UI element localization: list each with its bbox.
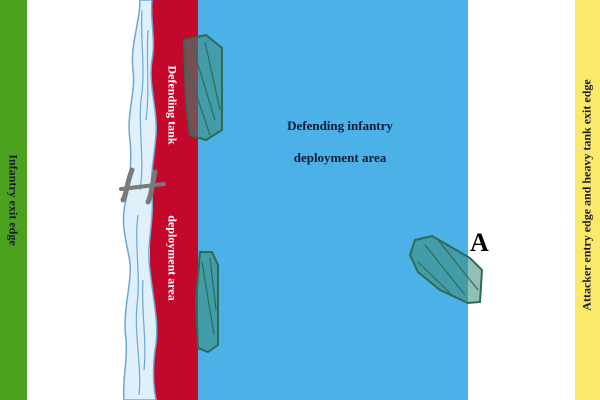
attacker-entry-edge-zone (575, 0, 600, 400)
infantry-exit-edge-label: Infantry exit edge (6, 154, 21, 246)
terrain-piece-upper (182, 33, 223, 142)
bridge (119, 167, 166, 205)
defending-tank-label-line1: Defending tank (165, 65, 180, 145)
objective-marker-a: A (470, 228, 489, 257)
defending-infantry-label-line1: Defending infantry (287, 118, 393, 133)
defending-infantry-deployment-zone (198, 0, 468, 400)
terrain-piece-a (408, 234, 484, 305)
attacker-entry-edge-label: Attacker entry edge and heavy tank exit … (579, 79, 594, 311)
river (122, 0, 158, 400)
river-ripples (135, 9, 149, 396)
defending-infantry-label-line2: deployment area (293, 150, 387, 165)
terrain-piece-lower (194, 251, 219, 354)
infantry-exit-edge-zone (0, 0, 27, 400)
defending-tank-label-line2: deployment area (165, 215, 180, 301)
